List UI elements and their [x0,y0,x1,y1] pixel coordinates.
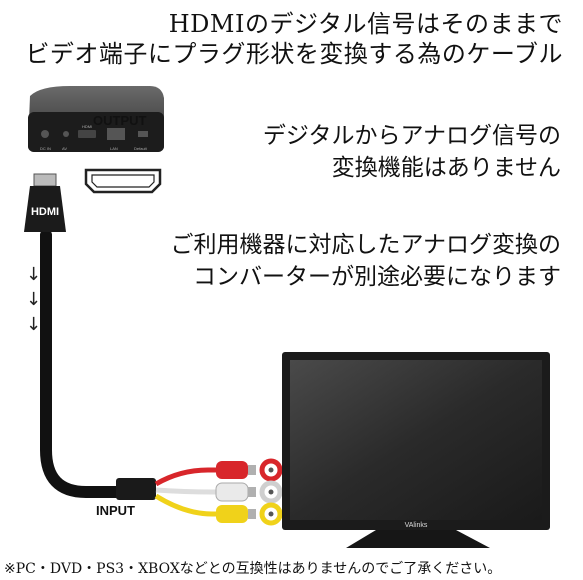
input-label: INPUT [96,503,135,518]
hdmi-connector-text: HDMI [31,206,59,218]
hdmi-cable: HDMI [24,173,128,498]
media-box: DC IN AV HDMI LAN Default [28,86,164,152]
port-label-hdmi: HDMI [82,124,92,129]
television: VAlinks [282,352,550,548]
av-port [63,131,69,137]
output-label: OUTPUT [93,113,147,128]
note-no-conversion-line-2: 変換機能はありません [331,155,561,181]
tv-stand [346,530,490,548]
port-label-lan: LAN [110,146,118,151]
cable-splitter [116,478,156,500]
dc-in-port [41,130,49,138]
rca-plug-red [216,461,256,479]
note-converter-line-2: コンバーターが別途必要になります [193,264,561,290]
rca-plug-white [215,482,256,502]
headline-line-1: HDMIのデジタル信号はそのままで [168,10,563,38]
hdmi-port [78,130,96,138]
default-button [138,131,148,137]
port-label-av: AV [62,146,67,151]
rca-plug-yellow [216,505,256,523]
down-arrow-icon: ↓ [26,314,41,335]
port-label-dc: DC IN [40,146,51,151]
rca-cables [154,467,224,517]
lan-port [107,128,125,140]
tv-screen [290,360,542,520]
headline-line-2: ビデオ端子にプラグ形状を変換する為のケーブル [25,40,563,68]
hdmi-port-outline [84,168,162,194]
rca-jacks [259,458,283,526]
down-arrow-icon: ↓ [26,264,41,285]
note-no-conversion-line-1: デジタルからアナログ信号の [262,123,561,149]
down-arrow-icon: ↓ [26,289,41,310]
tv-brand-label: VAlinks [405,522,428,529]
port-label-default: Default [134,146,148,151]
note-converter-line-1: ご利用機器に対応したアナログ変換の [170,232,561,258]
compatibility-footnote: ※PC・DVD・PS3・XBOXなどとの互換性はありませんのでご了承ください。 [4,561,502,577]
